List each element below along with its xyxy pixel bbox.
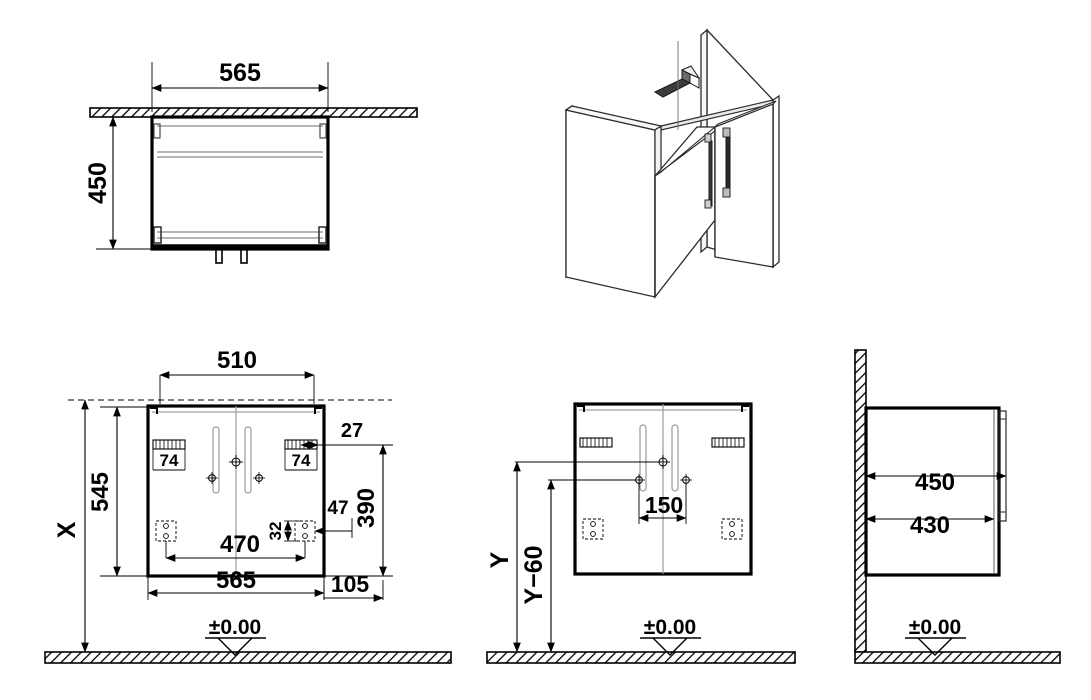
plan-view: 565 450 — [84, 59, 418, 264]
handle-stub-right — [240, 248, 248, 264]
hanger-plate-right-center — [711, 437, 745, 448]
dim-label-565-plan: 565 — [219, 59, 261, 87]
corner-bracket-tr-left — [314, 407, 322, 414]
label-bg-74-left — [152, 451, 185, 468]
dim-label-545: 545 — [87, 472, 114, 512]
dim-label-Y: Y — [486, 551, 514, 568]
dim-label-510: 510 — [217, 347, 257, 374]
front-elevation-center: 150 Y Y−60 ±0.00 — [486, 402, 796, 664]
level-label-right: ±0.00 — [909, 616, 961, 639]
corner-bracket-tr-center — [741, 405, 749, 412]
floor-hatch-center — [486, 651, 796, 664]
dim-label-450-plan: 450 — [84, 162, 112, 204]
lower-fixing-plate-right-c — [721, 518, 743, 540]
dim-label-430-side: 430 — [910, 512, 950, 539]
fixing-marker-right — [253, 472, 265, 484]
dim-label-470: 470 — [220, 531, 260, 558]
dim-label-150: 150 — [645, 492, 683, 518]
level-label-left: ±0.00 — [209, 616, 261, 639]
handle-slot-right — [244, 426, 252, 494]
left-side-panel — [565, 109, 656, 298]
right-door-top — [714, 100, 777, 128]
fixing-marker-centre — [229, 455, 243, 469]
hanger-plate-left-center — [579, 437, 613, 448]
handle-left-iso — [704, 133, 713, 209]
bracket-right-top — [319, 123, 327, 139]
right-panel-edge — [772, 94, 780, 269]
floor-hatch-left — [44, 651, 452, 664]
dim-label-X: X — [53, 521, 81, 538]
dim-label-390: 390 — [353, 488, 380, 528]
fixing-marker-left — [206, 472, 218, 484]
handle-slot-left-center — [639, 424, 647, 492]
cabinet-outline-plan — [150, 115, 330, 251]
corner-bracket-tl-center — [577, 405, 585, 412]
level-marker-right: ±0.00 — [905, 616, 966, 656]
front-elevation-left: 510 545 X 565 470 27 74 74 — [44, 347, 452, 664]
wall-hatch-vertical — [854, 349, 867, 653]
label-bg-74-right — [284, 451, 317, 468]
dim-label-74-right: 74 — [292, 451, 311, 470]
corner-bracket-tl-left — [150, 407, 158, 414]
hanger-plate-left — [152, 439, 186, 450]
dim-label-105: 105 — [331, 571, 370, 597]
dim-label-Y60: Y−60 — [520, 545, 548, 604]
divider-edge — [654, 124, 662, 178]
wall-mount-bracket-icon — [653, 65, 701, 98]
dim-label-565-front: 565 — [216, 567, 256, 594]
bracket-left-top — [153, 123, 161, 139]
dim-label-74-left: 74 — [160, 451, 179, 470]
dim-label-27: 27 — [341, 420, 363, 442]
bracket-left-bottom — [153, 226, 162, 244]
floor-hatch-right — [854, 651, 1061, 664]
dim-label-32: 32 — [266, 522, 285, 541]
handle-slot-left — [212, 426, 220, 494]
isometric-view — [564, 28, 780, 299]
lower-fixing-plate-left-c — [582, 518, 604, 540]
side-elevation: 450 430 ±0.00 — [854, 349, 1061, 664]
level-marker-center: ±0.00 — [640, 616, 701, 656]
handle-stub-left — [215, 248, 223, 264]
handle-slot-right-center — [671, 424, 679, 492]
level-label-center: ±0.00 — [644, 616, 696, 639]
level-marker-left: ±0.00 — [205, 616, 266, 656]
dim-label-47: 47 — [327, 498, 348, 519]
bracket-right-bottom — [318, 226, 327, 244]
handle-profile-side — [998, 410, 1007, 522]
handle-right-iso — [722, 127, 731, 198]
dim-label-450-side: 450 — [915, 469, 955, 496]
